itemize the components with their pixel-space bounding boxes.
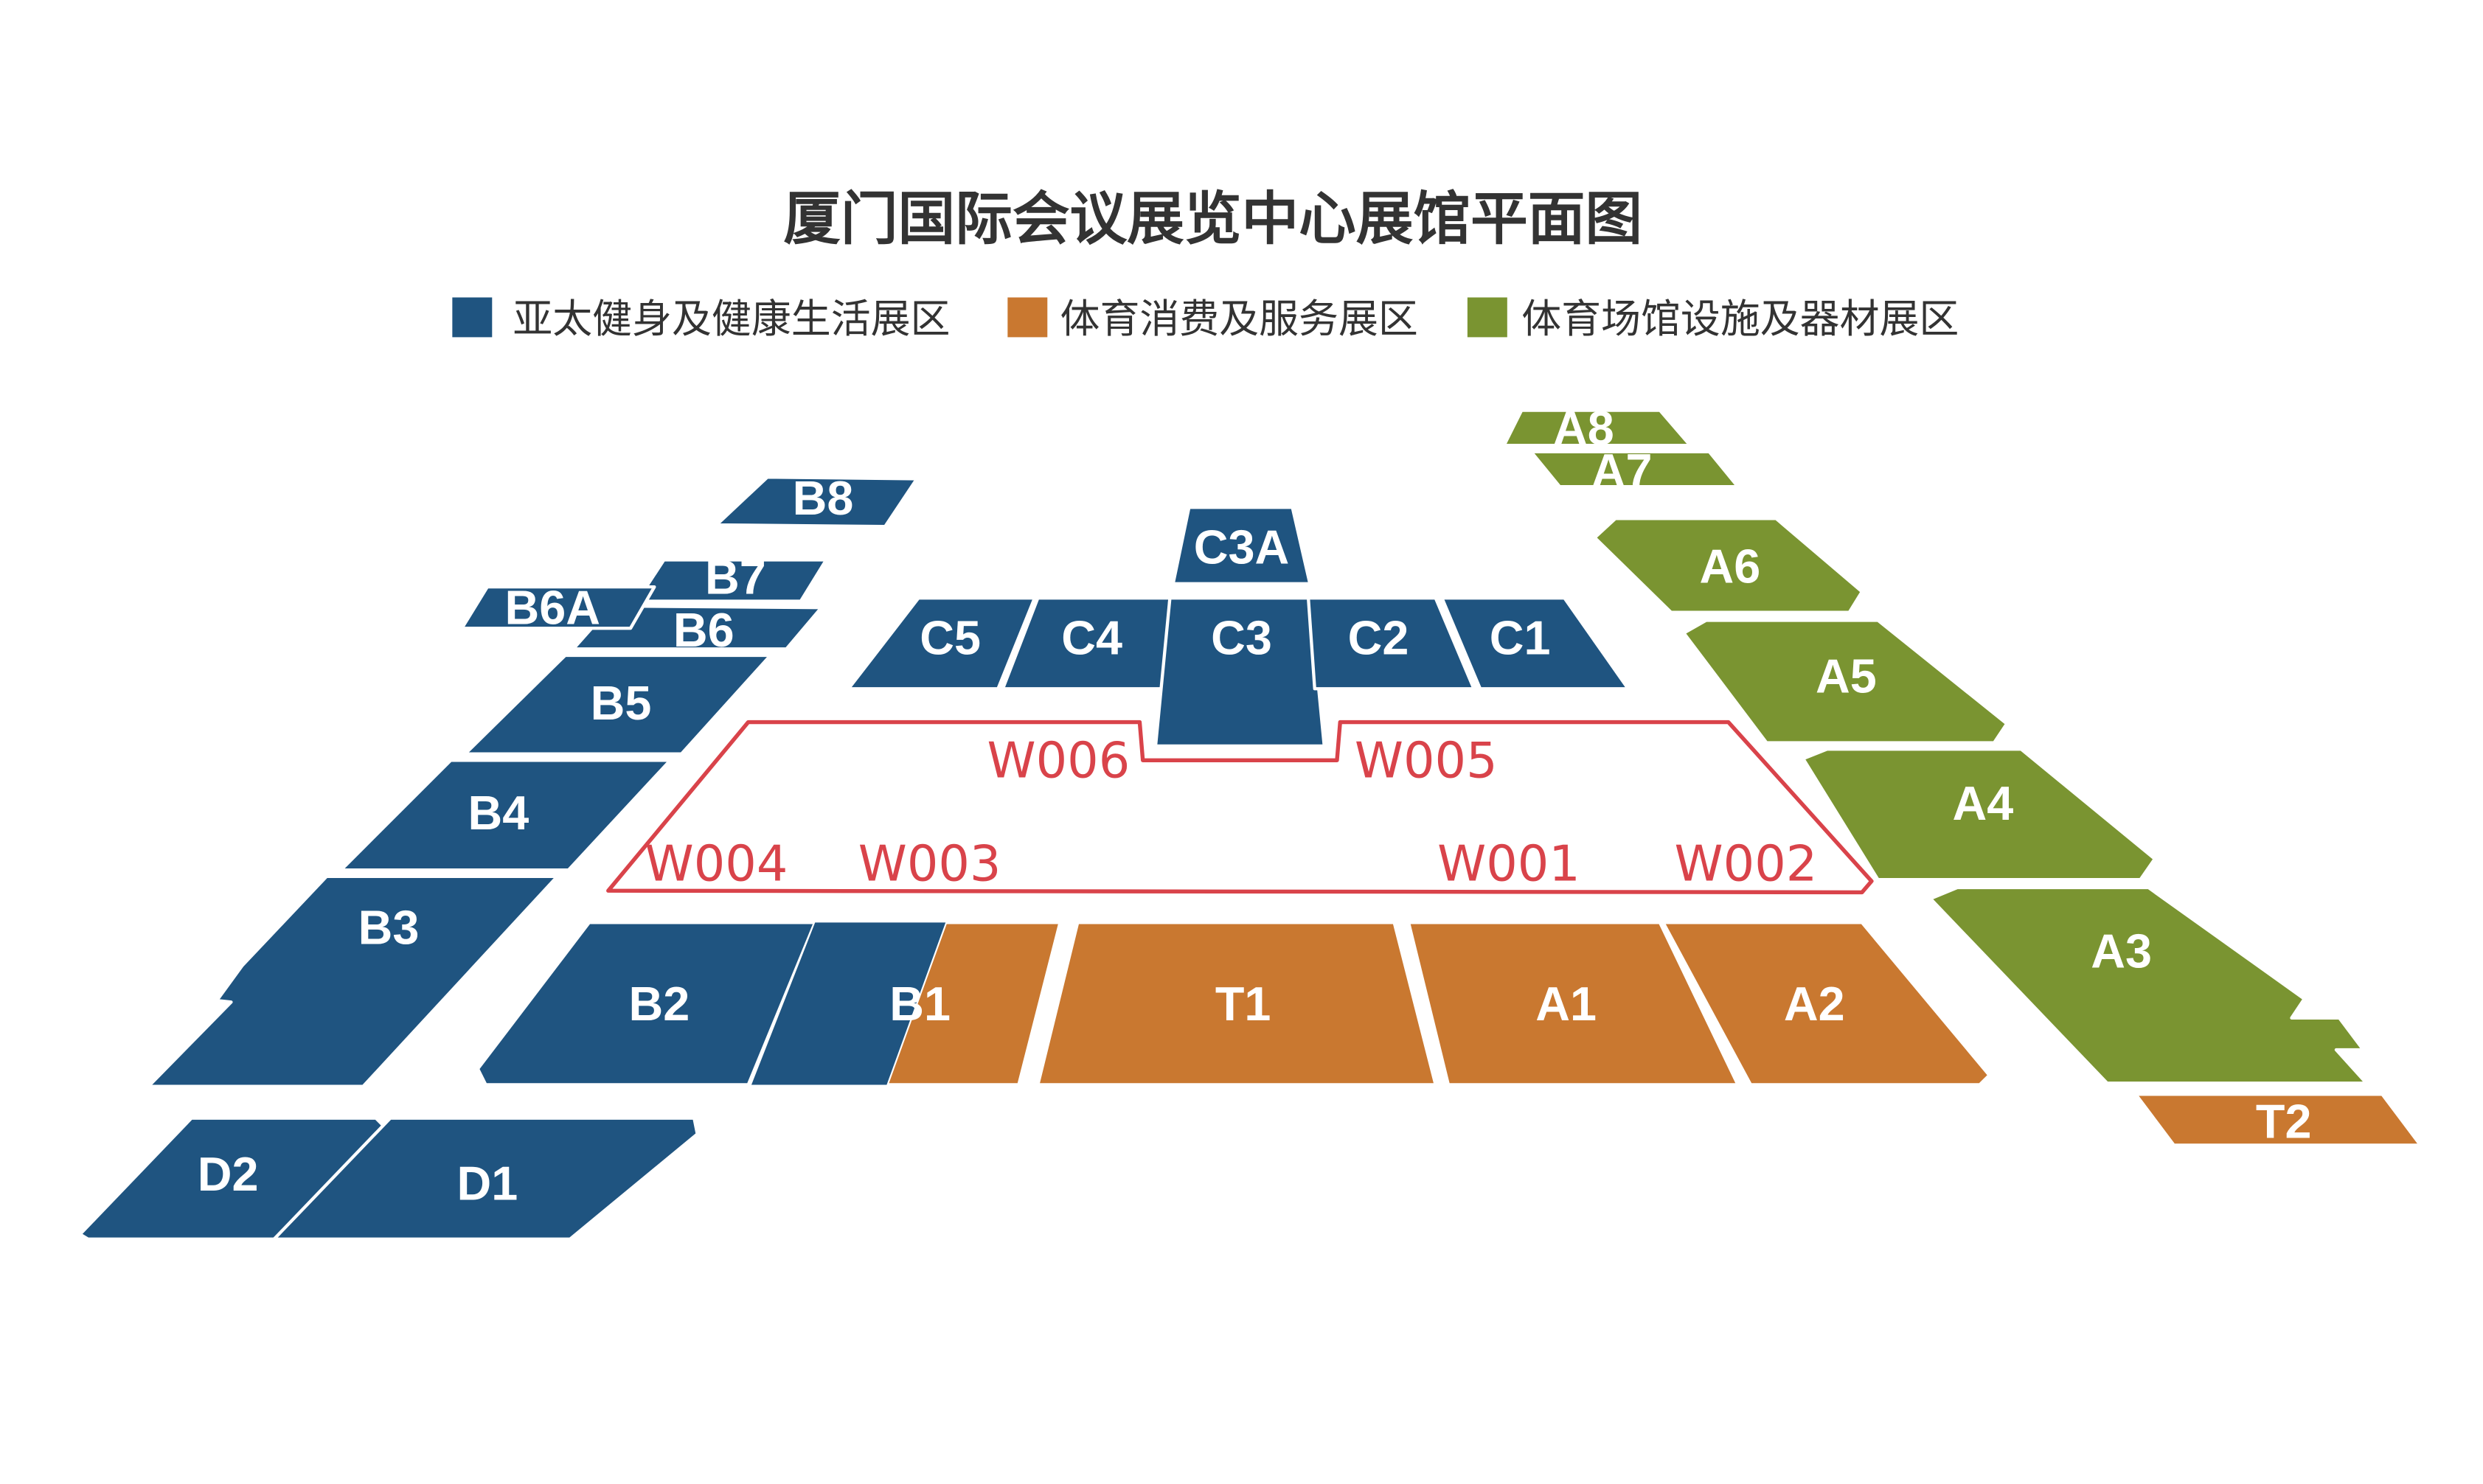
hall-label: B5: [591, 676, 652, 730]
hall-T2[interactable]: T2: [2133, 1093, 2423, 1149]
hall-label: A4: [1953, 776, 2014, 830]
legend-label-sports-consumption: 体育消费及服务展区: [1060, 296, 1418, 342]
hall-label: C3: [1211, 611, 1272, 665]
walkway-W004[interactable]: W004: [645, 835, 788, 893]
hall-C3[interactable]: C3: [1153, 596, 1326, 748]
hall-A4[interactable]: A4: [1801, 748, 2157, 882]
hall-C2[interactable]: C2: [1306, 596, 1476, 691]
hall-label: C2: [1348, 611, 1409, 665]
hall-B1[interactable]: B1: [751, 921, 1062, 1087]
hall-B6A[interactable]: B6A: [460, 581, 656, 635]
hall-label: A3: [2091, 924, 2152, 978]
hall-label: B4: [468, 786, 529, 840]
hall-C5[interactable]: C5: [847, 596, 1037, 691]
hall-A3[interactable]: A3: [1928, 885, 2369, 1085]
hall-label: T1: [1215, 977, 1271, 1031]
hall-label: B6A: [505, 581, 600, 635]
hall-C4[interactable]: C4: [1001, 596, 1172, 691]
hall-label: A8: [1553, 401, 1614, 455]
hall-B5[interactable]: B5: [463, 653, 773, 756]
legend-swatch-orange: [1007, 297, 1048, 338]
hall-label: C4: [1061, 611, 1122, 665]
hall-B3[interactable]: B3: [147, 874, 559, 1088]
hall-B4[interactable]: B4: [339, 759, 673, 872]
legend-swatch-blue: [452, 297, 493, 338]
walkway-outline: [606, 720, 1874, 895]
hall-A7[interactable]: A7: [1529, 444, 1740, 498]
hall-label: B3: [358, 900, 420, 954]
hall-label: C1: [1490, 611, 1551, 665]
hall-B7[interactable]: B7: [635, 551, 828, 605]
hall-A5[interactable]: A5: [1682, 619, 2009, 745]
hall-label: B8: [793, 471, 854, 525]
hall-label: C3A: [1194, 520, 1289, 574]
hall-label: A2: [1784, 977, 1845, 1031]
legend-swatch-green: [1467, 297, 1507, 338]
hall-A8[interactable]: A8: [1502, 401, 1692, 455]
hall-label: D2: [198, 1147, 259, 1201]
map-title: 厦门国际会议展览中心展馆平面图: [783, 187, 1642, 253]
hall-B8[interactable]: B8: [715, 471, 919, 529]
hall-label: B6: [673, 603, 735, 657]
hall-A2[interactable]: A2: [1661, 921, 1991, 1087]
hall-B2[interactable]: B2: [476, 921, 817, 1087]
hall-C3A[interactable]: C3A: [1171, 506, 1312, 585]
legend: 亚太健身及健康生活展区 体育消费及服务展区 体育场馆设施及器材展区: [452, 296, 1959, 342]
hall-label: B2: [628, 977, 690, 1031]
hall-label: A1: [1535, 977, 1597, 1031]
legend-label-venue-equipment: 体育场馆设施及器材展区: [1521, 296, 1959, 342]
hall-A1[interactable]: A1: [1406, 921, 1740, 1087]
hall-label: D1: [456, 1157, 518, 1210]
hall-label: C5: [920, 611, 981, 665]
walkway-W005[interactable]: W005: [1355, 731, 1498, 789]
legend-label-asia-fitness: 亚太健身及健康生活展区: [513, 296, 950, 342]
hall-D1[interactable]: D1: [272, 1116, 699, 1241]
hall-A6[interactable]: A6: [1593, 517, 1864, 614]
hall-label: T2: [2256, 1095, 2312, 1149]
hall-T1[interactable]: T1: [1036, 921, 1437, 1087]
hall-C1[interactable]: C1: [1440, 596, 1630, 691]
walkway-W001[interactable]: W001: [1437, 835, 1580, 893]
walkway-W003[interactable]: W003: [858, 835, 1001, 893]
walkway-W002[interactable]: W002: [1675, 835, 1818, 893]
hall-label: A5: [1816, 649, 1877, 703]
hall-label: A6: [1700, 540, 1761, 593]
hall-label: B1: [889, 977, 951, 1031]
hall-label: B7: [705, 551, 766, 605]
hall-label: A7: [1591, 444, 1653, 498]
walkway-W006[interactable]: W006: [987, 731, 1130, 789]
